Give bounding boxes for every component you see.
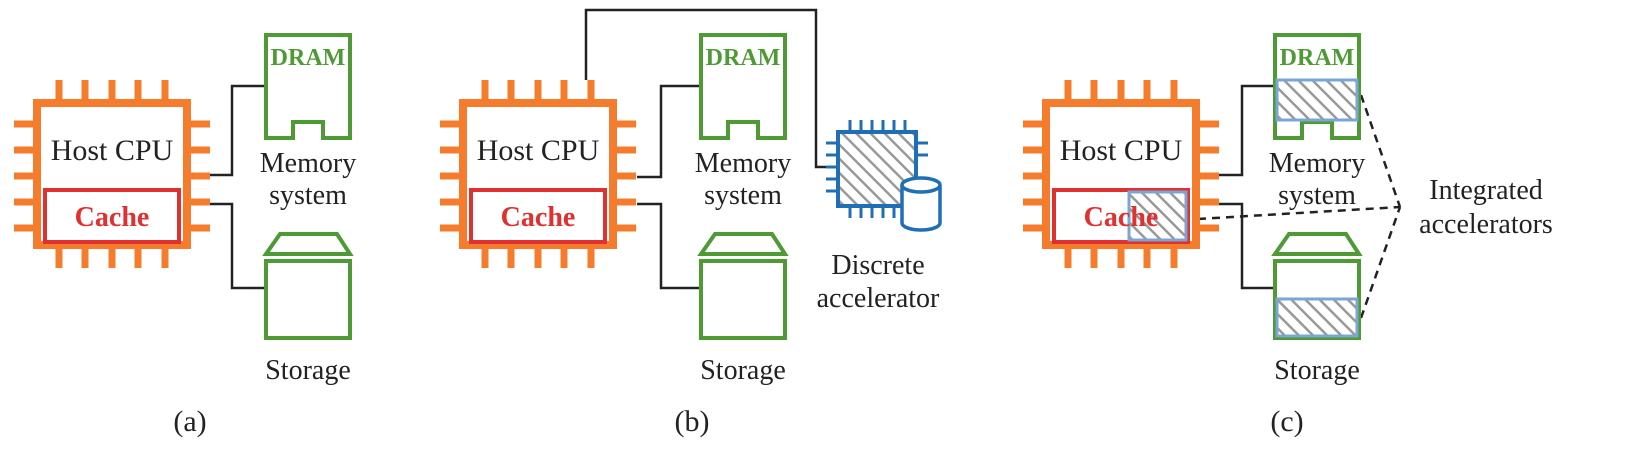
- memory-system-label-line2: system: [269, 180, 347, 211]
- cache-label: Cache: [75, 202, 150, 233]
- cpu-memory-wire: [1219, 84, 1275, 177]
- memory-system-label-line2: system: [1278, 180, 1356, 211]
- panel-c: Host CPU Cache DRAM Memory system Storag…: [1023, 33, 1553, 438]
- dram-label: DRAM: [706, 45, 781, 71]
- integrated-accelerator-leaders: [1197, 94, 1402, 319]
- cpu-storage-wire: [637, 202, 701, 290]
- integrated-accelerator-cache: [1127, 190, 1188, 242]
- memory-system-label-line1: Memory: [1269, 148, 1365, 179]
- storage-label: Storage: [265, 355, 351, 386]
- cache-label: Cache: [1084, 202, 1159, 233]
- host-cpu-chip: [440, 80, 636, 268]
- memory-system-label-line1: Memory: [695, 148, 791, 179]
- dram-label: DRAM: [271, 45, 346, 71]
- caption-c: (c): [1270, 405, 1303, 438]
- cpu-accelerator-wire: [584, 8, 834, 169]
- integrated-accelerators-label-line1: Integrated: [1429, 175, 1543, 206]
- integrated-accelerators-label-line2: accelerators: [1419, 209, 1553, 240]
- integrated-accelerator-dram: [1275, 78, 1359, 122]
- discrete-accelerator-label-line1: Discrete: [831, 250, 924, 281]
- storage-drive: [262, 232, 354, 340]
- integrated-accelerator-storage: [1275, 297, 1359, 338]
- discrete-accelerator-chip: [826, 120, 928, 218]
- host-cpu-label: Host CPU: [1060, 134, 1183, 167]
- storage-label: Storage: [700, 355, 786, 386]
- cache-label: Cache: [501, 202, 576, 233]
- host-cpu-label: Host CPU: [477, 134, 600, 167]
- storage-drive: [697, 232, 789, 340]
- storage-drive: [1271, 232, 1363, 340]
- cpu-memory-wire: [210, 84, 266, 177]
- host-cpu-chip: [14, 80, 210, 268]
- memory-system-label-line1: Memory: [260, 148, 356, 179]
- storage-label: Storage: [1274, 355, 1360, 386]
- panel-b: Host CPU Cache DRAM Memory system Storag…: [440, 8, 942, 438]
- discrete-accelerator-label-line2: accelerator: [817, 283, 940, 314]
- cpu-storage-wire: [1219, 202, 1275, 290]
- host-cpu-chip: [1023, 80, 1219, 268]
- cpu-storage-wire: [210, 202, 266, 290]
- memory-system-label-line2: system: [704, 180, 782, 211]
- dram-label: DRAM: [1280, 45, 1355, 71]
- caption-a: (a): [173, 405, 206, 438]
- host-cpu-label: Host CPU: [51, 134, 174, 167]
- dram-module: [699, 33, 787, 140]
- database-icon: [900, 176, 942, 232]
- panel-a: Host CPU Cache DRAM Memory system Storag…: [14, 33, 356, 438]
- cpu-memory-wire: [637, 84, 701, 179]
- dram-module: [264, 33, 352, 140]
- caption-b: (b): [675, 405, 710, 438]
